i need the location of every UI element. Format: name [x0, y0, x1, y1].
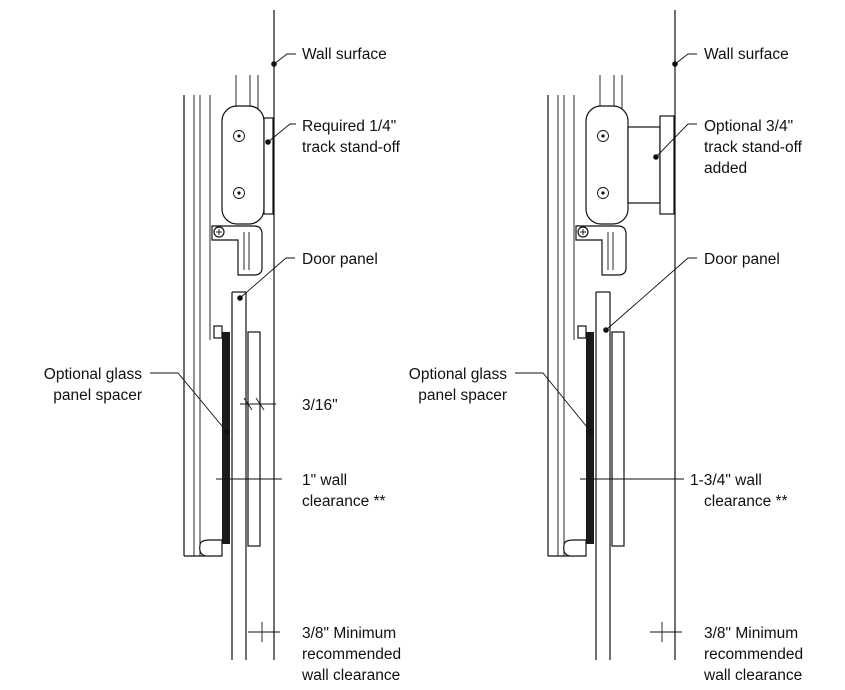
left-spacer-label-2: panel spacer [53, 387, 142, 404]
right-min-clearance-3: wall clearance [703, 667, 802, 684]
screw-head [597, 130, 609, 142]
right-spacer-label-1: Optional glass [409, 366, 507, 383]
glass-panel-spacer [586, 332, 594, 544]
right-standoff-label-2: track stand-off [704, 139, 803, 156]
screw-head [233, 130, 245, 142]
bottom-guide [575, 225, 627, 276]
right-door-panel-label: Door panel [704, 251, 780, 268]
track-bottom-lip [199, 539, 223, 557]
outer-panel [247, 331, 261, 547]
standoff-quarter [263, 117, 274, 215]
right-min-clearance-2: recommended [704, 646, 803, 663]
right-clearance-label-2: clearance ** [704, 493, 788, 510]
left-leaders [150, 53, 296, 435]
right-standoff-label-3: added [704, 160, 747, 177]
hanger-bracket [221, 105, 265, 225]
left-wall-surface-label: Wall surface [302, 46, 387, 63]
standoff-flange [659, 115, 675, 215]
left-section-drawing [183, 10, 282, 660]
right-min-clearance-1: 3/8" Minimum [704, 625, 798, 642]
left-min-clearance-2: recommended [302, 646, 401, 663]
screw-head [597, 187, 609, 199]
standoff-three-quarter [627, 126, 661, 204]
left-clearance-label-1: 1" wall [302, 472, 347, 489]
left-clearance-label-2: clearance ** [302, 493, 386, 510]
screw-head [233, 187, 245, 199]
bottom-guide [211, 225, 263, 276]
left-labels: Wall surface Required 1/4" track stand-o… [44, 46, 401, 684]
left-standoff-label-1: Required 1/4" [302, 118, 396, 135]
left-door-panel-label: Door panel [302, 251, 378, 268]
right-labels: Wall surface Optional 3/4" track stand-o… [409, 46, 803, 684]
track-bottom-lip [563, 539, 587, 557]
left-min-clearance-3: wall clearance [301, 667, 400, 684]
left-min-clearance-1: 3/8" Minimum [302, 625, 396, 642]
hanger-bracket [585, 105, 629, 225]
right-section-drawing [547, 10, 684, 660]
left-dim-label: 3/16" [302, 397, 338, 414]
right-clearance-label-1: 1-3/4" wall [690, 472, 762, 489]
right-standoff-label-1: Optional 3/4" [704, 118, 793, 135]
glass-panel-spacer [222, 332, 230, 544]
left-spacer-label-1: Optional glass [44, 366, 142, 383]
right-spacer-label-2: panel spacer [418, 387, 507, 404]
right-leaders [515, 53, 697, 435]
right-wall-surface-label: Wall surface [704, 46, 789, 63]
left-standoff-label-2: track stand-off [302, 139, 401, 156]
outer-panel [611, 331, 625, 547]
